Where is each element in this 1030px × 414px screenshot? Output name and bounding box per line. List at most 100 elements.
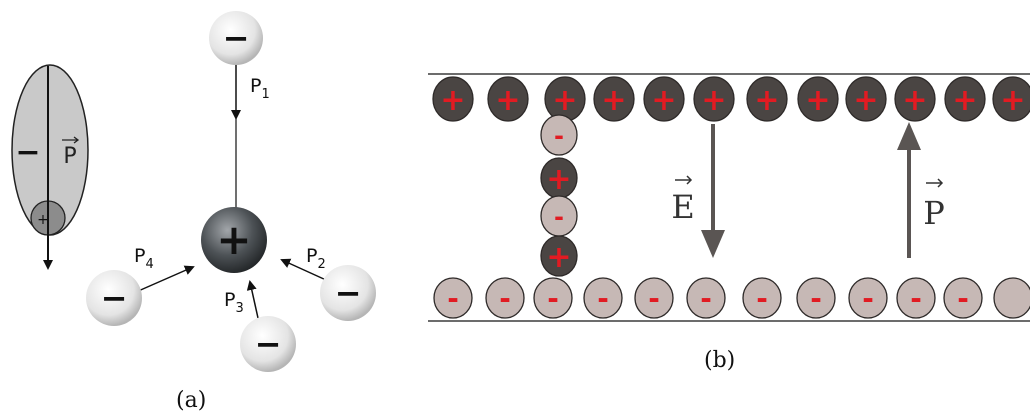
bottom-anion-11-ball bbox=[943, 277, 983, 319]
bottom-anion-1-sign: - bbox=[447, 282, 459, 315]
top-cation-9-sign: + bbox=[853, 83, 878, 118]
ion-3-sign: − bbox=[255, 325, 282, 363]
top-cation-4: + bbox=[593, 76, 635, 122]
bottom-anion-10-sign: - bbox=[910, 282, 922, 315]
bottom-anion-9: - bbox=[848, 277, 888, 319]
bottom-anion-1-ball bbox=[433, 277, 473, 319]
top-cation-10: + bbox=[894, 76, 936, 122]
chain-ion-4-ball bbox=[540, 235, 578, 277]
bottom-anion-12-ball bbox=[993, 277, 1030, 319]
chain-ion-2-sign: + bbox=[546, 162, 571, 197]
bottom-anion-11-sign: - bbox=[957, 282, 969, 315]
ion-2-sign: − bbox=[335, 274, 362, 312]
top-cation-7: + bbox=[746, 76, 788, 122]
bottom-anion-11: - bbox=[943, 277, 983, 319]
top-cation-4-ball bbox=[593, 76, 635, 122]
bottom-anion-5-ball bbox=[634, 277, 674, 319]
top-cation-1: + bbox=[432, 76, 474, 122]
dipole-positive-sign: + bbox=[37, 212, 49, 228]
chain-ion-1-sign: - bbox=[554, 122, 564, 150]
chain-ion-3-sign: - bbox=[554, 203, 564, 231]
p4-label: P4 bbox=[134, 245, 154, 272]
bottom-anion-3-ball bbox=[533, 277, 573, 319]
bottom-anion-6-ball bbox=[686, 277, 726, 319]
top-cation-5-sign: + bbox=[651, 83, 676, 118]
central-ion-sign: + bbox=[216, 215, 251, 264]
top-cation-11: + bbox=[944, 76, 986, 122]
bottom-anion-5: - bbox=[634, 277, 674, 319]
top-cation-10-sign: + bbox=[902, 83, 927, 118]
bottom-anion-1: - bbox=[433, 277, 473, 319]
chain-ion-4: + bbox=[540, 235, 578, 277]
bottom-anion-6-sign: - bbox=[700, 282, 712, 315]
dipole-vector-label: P bbox=[63, 144, 76, 169]
p1-label: P1 bbox=[250, 75, 270, 102]
field-label: E bbox=[671, 188, 694, 226]
top-cation-6-sign: + bbox=[701, 83, 726, 118]
top-cation-7-sign: + bbox=[754, 83, 779, 118]
field-vector-arrow-icon bbox=[675, 175, 693, 185]
dipole-vector-arrow-icon bbox=[62, 136, 80, 144]
top-cation-2-ball bbox=[487, 76, 529, 122]
bottom-anion-8-sign: - bbox=[810, 282, 822, 315]
bottom-anion-4-sign: - bbox=[597, 282, 609, 315]
bottom-charge-row: ----------- bbox=[433, 277, 1030, 319]
bottom-anion-4-ball bbox=[583, 277, 623, 319]
polarization-vector-arrow-icon bbox=[926, 178, 944, 188]
caption-a: (a) bbox=[176, 388, 207, 413]
ion-2 bbox=[320, 265, 376, 321]
chain-ion-1: - bbox=[540, 114, 578, 156]
top-cation-3: + bbox=[544, 76, 586, 122]
top-cation-8: + bbox=[797, 76, 839, 122]
dipole-chain: - + - + bbox=[540, 114, 578, 277]
top-cation-1-ball bbox=[432, 76, 474, 122]
bottom-anion-2-ball bbox=[485, 277, 525, 319]
ion-4-sign: − bbox=[101, 279, 128, 317]
bottom-anion-7: - bbox=[742, 277, 782, 319]
bottom-anion-9-sign: - bbox=[862, 282, 874, 315]
bottom-anion-2: - bbox=[485, 277, 525, 319]
bottom-anion-6: - bbox=[686, 277, 726, 319]
top-cation-12-sign: + bbox=[1000, 83, 1025, 118]
top-cation-12: + bbox=[992, 76, 1030, 122]
ion-1-sign: − bbox=[223, 19, 250, 57]
capacitor-panel: ++++++++++++ ----------- -+-+ E P bbox=[428, 73, 1030, 322]
dipole: − + P bbox=[11, 64, 89, 270]
bottom-anion-4: - bbox=[583, 277, 623, 319]
chain-ion-1-ball bbox=[540, 114, 578, 156]
bottom-anion-5-sign: - bbox=[648, 282, 660, 315]
top-cation-5-ball bbox=[643, 76, 685, 122]
top-cation-9: + bbox=[845, 76, 887, 122]
top-cation-9-ball bbox=[845, 76, 887, 122]
bottom-anion-2-sign: - bbox=[499, 282, 511, 315]
top-cation-4-sign: + bbox=[601, 83, 626, 118]
ion-cluster: − − − − + P1 P2 P3 P4 bbox=[86, 11, 376, 372]
p4-arrow bbox=[135, 265, 195, 293]
bottom-anion-10: - bbox=[896, 277, 936, 319]
bottom-anion-3-sign: - bbox=[547, 282, 559, 315]
top-charge-row: + + + + + + + + + + + + bbox=[432, 76, 1030, 122]
bottom-anion-3: - bbox=[533, 277, 573, 319]
top-cation-10-ball bbox=[894, 76, 936, 122]
p3-arrow bbox=[246, 280, 259, 319]
ion-1 bbox=[209, 11, 263, 65]
top-cation-11-ball bbox=[944, 76, 986, 122]
top-cation-3-sign: + bbox=[552, 83, 577, 118]
bottom-anion-12 bbox=[993, 277, 1030, 319]
top-cation-5: + bbox=[643, 76, 685, 122]
top-cation-6-ball bbox=[693, 76, 735, 122]
bottom-anion-9-ball bbox=[848, 277, 888, 319]
top-cation-8-sign: + bbox=[805, 83, 830, 118]
p3-label: P3 bbox=[224, 289, 244, 316]
p2-label: P2 bbox=[306, 245, 326, 272]
ion-3 bbox=[240, 316, 296, 372]
top-cation-2-sign: + bbox=[495, 83, 520, 118]
bottom-anion-7-ball bbox=[742, 277, 782, 319]
polarization-label: P bbox=[923, 194, 945, 232]
top-cation-12-ball bbox=[992, 76, 1030, 122]
top-cation-7-ball bbox=[746, 76, 788, 122]
top-cation-1-sign: + bbox=[440, 83, 465, 118]
bottom-anion-8-ball bbox=[796, 277, 836, 319]
top-cation-11-sign: + bbox=[952, 83, 977, 118]
field-arrow-head bbox=[701, 230, 725, 258]
